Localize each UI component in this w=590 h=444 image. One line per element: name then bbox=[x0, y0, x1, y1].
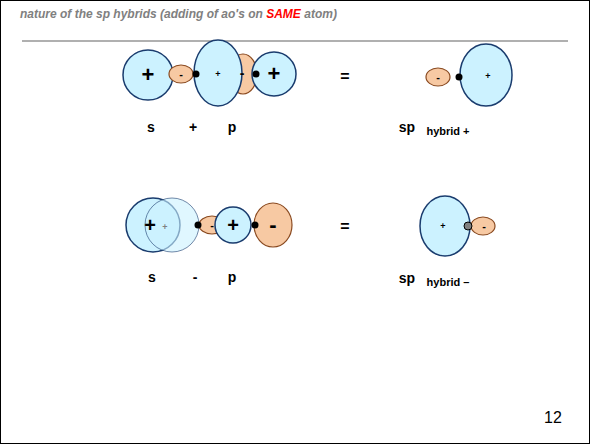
phase-sign: - bbox=[210, 220, 214, 231]
equals-sign: = bbox=[340, 219, 349, 235]
phase-sign: + bbox=[268, 63, 281, 85]
orbital-label: sp bbox=[399, 271, 415, 285]
operator-sign: - bbox=[193, 270, 198, 284]
orbital-label: sp bbox=[399, 120, 415, 134]
orbital-subscript: hybrid – bbox=[427, 277, 470, 288]
orbital-subscript: hybrid + bbox=[426, 126, 469, 137]
operator-sign: + bbox=[189, 120, 197, 134]
phase-sign: - bbox=[269, 214, 276, 236]
phase-sign: + bbox=[215, 70, 220, 79]
phase-sign: - bbox=[482, 221, 486, 232]
phase-sign: + bbox=[227, 215, 239, 235]
phase-sign: + bbox=[162, 223, 167, 232]
orbital-label: s bbox=[147, 120, 155, 134]
phase-sign: - bbox=[179, 69, 183, 80]
phase-sign: + bbox=[485, 72, 490, 81]
page-number: 12 bbox=[544, 410, 562, 426]
orbital-label: p bbox=[228, 270, 237, 284]
slide-title: nature of the sp hybrids (adding of ao's… bbox=[20, 7, 337, 21]
equals-sign: = bbox=[340, 69, 349, 85]
orbital-label: p bbox=[228, 120, 237, 134]
phase-sign: + bbox=[144, 215, 156, 235]
phase-sign: - bbox=[436, 72, 440, 83]
phase-sign: + bbox=[142, 64, 155, 86]
orbital-label: s bbox=[148, 270, 156, 284]
phase-sign: - bbox=[240, 66, 245, 80]
phase-sign: + bbox=[440, 222, 445, 231]
